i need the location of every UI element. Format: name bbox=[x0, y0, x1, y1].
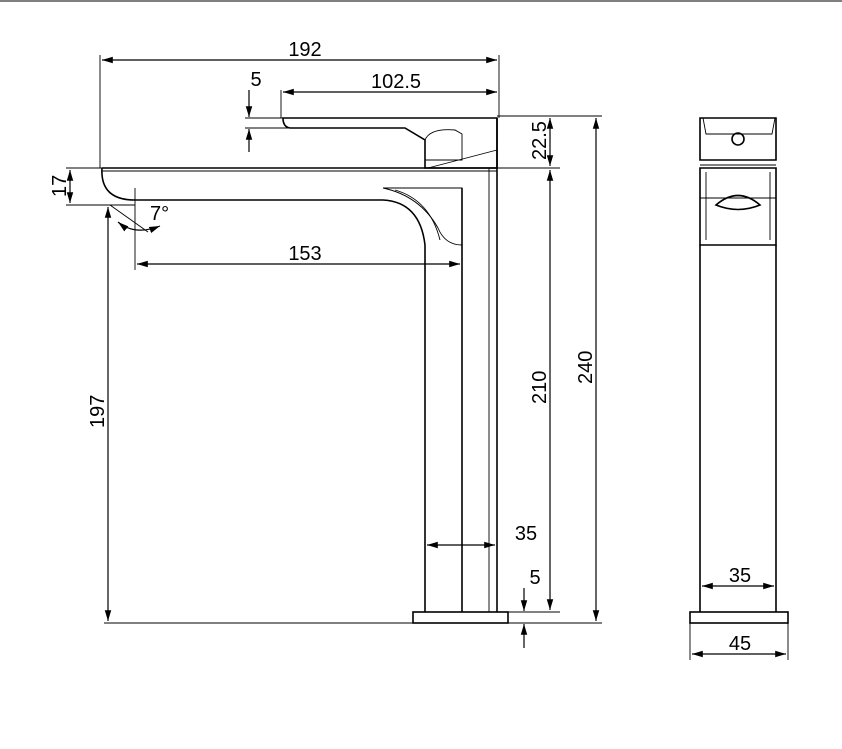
side-view-dimensions: 192 102.5 5 22.5 17 7° 153 197 bbox=[49, 39, 602, 648]
dim-handle-height: 22.5 bbox=[529, 121, 551, 160]
lever-joint-line bbox=[427, 149, 498, 169]
spout-outlet-curve bbox=[382, 187, 463, 246]
dim-overall-length: 192 bbox=[288, 39, 321, 61]
side-view-faucet bbox=[101, 117, 509, 624]
dim-spout-thickness: 17 bbox=[49, 175, 71, 197]
dim-spout-height: 197 bbox=[87, 395, 109, 428]
lever-handle bbox=[282, 117, 498, 169]
front-lever-pin bbox=[731, 132, 745, 146]
front-spout-edges bbox=[700, 172, 776, 240]
front-view-faucet bbox=[689, 117, 789, 624]
dim-base-thickness: 5 bbox=[529, 567, 540, 589]
front-lever bbox=[699, 117, 777, 161]
front-spout bbox=[699, 167, 777, 246]
dim-spout-offset: 102.5 bbox=[371, 71, 421, 93]
lever-hub bbox=[424, 129, 463, 161]
dim-angle: 7° bbox=[150, 203, 169, 225]
spout-lower-surface bbox=[101, 167, 426, 246]
dim-body-width-side: 35 bbox=[515, 523, 537, 545]
dim-total-height: 240 bbox=[575, 351, 597, 384]
spout-inner-curve bbox=[394, 189, 441, 241]
dim-outlet-height: 210 bbox=[529, 371, 551, 404]
front-view-dimensions: 35 45 bbox=[689, 565, 789, 660]
front-outlet bbox=[714, 194, 762, 211]
front-lever-bevel bbox=[702, 117, 776, 135]
dim-base-width-front: 45 bbox=[729, 633, 751, 655]
dim-body-width-front: 35 bbox=[729, 565, 751, 587]
dim-spout-reach: 153 bbox=[288, 243, 321, 265]
front-base-plate bbox=[689, 611, 789, 624]
base-plate bbox=[412, 611, 509, 624]
dim-handle-offset: 5 bbox=[250, 69, 261, 91]
